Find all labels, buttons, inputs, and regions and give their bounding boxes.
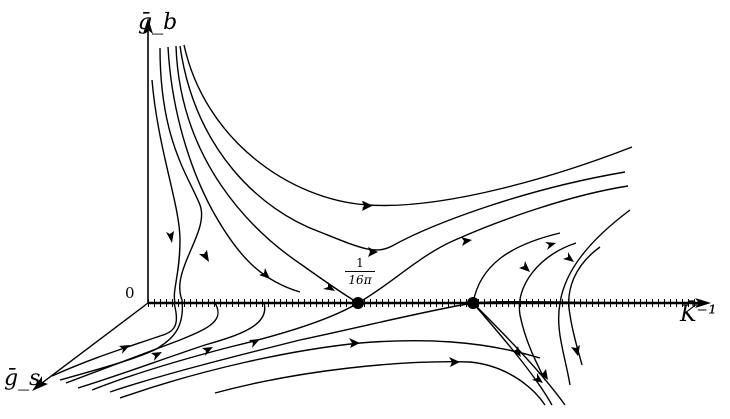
flow-line: [77, 302, 266, 389]
flow-arrow: [151, 352, 162, 361]
flow-line: [109, 302, 474, 393]
flow-arrow: [545, 242, 556, 250]
flow-arrow: [362, 201, 372, 211]
flow-lines: [51, 44, 691, 406]
flow-line: [214, 361, 546, 406]
flow-arrow: [249, 339, 260, 348]
flow-arrow: [449, 357, 460, 367]
flow-arrow: [202, 347, 213, 356]
flow-line: [119, 339, 541, 399]
flow-arrow: [166, 231, 174, 243]
flow-line: [65, 302, 219, 384]
flow-line: [472, 232, 561, 304]
origin-label: 0: [125, 284, 135, 302]
flow-line: [518, 242, 577, 381]
flow-arrow: [323, 282, 335, 291]
fixed-point-label: 1 16π: [343, 256, 377, 287]
fixed-point-gaussian-like: [352, 297, 364, 309]
flow-arrows: [119, 201, 580, 383]
horizontal-axis-label: K̄⁻¹: [680, 302, 717, 327]
flow-arrow: [512, 346, 521, 357]
flow-line: [51, 302, 178, 377]
flow-arrow: [532, 373, 543, 383]
flow-line: [357, 185, 629, 304]
horizontal-axis-arrowhead: [695, 298, 711, 308]
fixed-point-label-denominator: 16π: [348, 273, 372, 287]
depth-axis-label: ḡ_s: [4, 366, 41, 391]
flow-arrow: [259, 268, 270, 279]
flow-arrow: [349, 338, 360, 348]
flow-arrow: [119, 345, 130, 354]
vertical-axis-arrowhead: [143, 18, 153, 34]
flow-arrow: [199, 250, 209, 262]
flow-arrow: [538, 369, 548, 380]
depth-axis: [37, 302, 149, 387]
depth-axis-arrowhead: [32, 376, 48, 391]
flow-line: [472, 302, 566, 406]
flow-line: [175, 45, 359, 304]
flow-arrow: [563, 252, 574, 262]
vertical-axis-label: ḡ_b: [138, 10, 178, 35]
flow-line: [568, 246, 601, 366]
fraction-bar: [345, 271, 375, 272]
flow-line: [472, 302, 553, 406]
flow-line: [472, 300, 691, 304]
fixed-point-label-numerator: 1: [356, 256, 364, 270]
flow-arrow: [519, 261, 530, 272]
flow-arrow: [368, 247, 378, 257]
fixed-point-second: [467, 297, 479, 309]
flow-arrow: [571, 345, 580, 356]
flow-line: [557, 209, 631, 386]
flow-line: [91, 302, 359, 391]
flow-arrow: [461, 237, 472, 246]
flow-line: [59, 47, 203, 381]
flow-line: [183, 44, 633, 209]
flow-line: [151, 79, 181, 304]
flow-line: [179, 45, 626, 251]
